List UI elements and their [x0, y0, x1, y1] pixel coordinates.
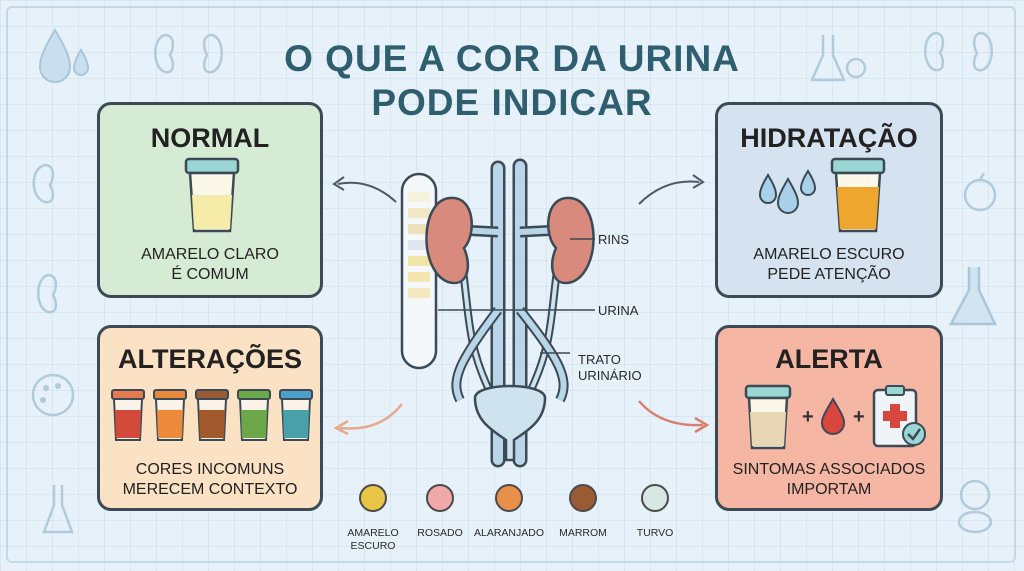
swatch-label-line-1: MARROM	[559, 527, 607, 539]
card-normal-line-2: É COMUM	[171, 266, 249, 283]
label-trato: TRATO	[578, 352, 621, 367]
background-kidney-icon	[924, 31, 993, 72]
card-hidratacao: HIDRATAÇÃO AMARELO ESCURO PEDE ATENÇÃO	[715, 102, 943, 298]
background-flask-icon	[810, 35, 867, 82]
background-flask-icon	[948, 267, 997, 326]
card-alteracoes-line-1: CORES INCOMUNS	[135, 461, 285, 478]
urinary-tract-illustration	[425, 158, 595, 468]
urine-sample-cup-icon	[184, 157, 240, 233]
background-flask-icon	[42, 485, 74, 534]
right-kidney-icon	[547, 196, 595, 285]
water-drops-icon	[758, 169, 817, 214]
background-apple-icon	[963, 172, 997, 212]
card-hidratacao-line-2: PEDE ATENÇÃO	[767, 266, 891, 283]
label-urinario: URINÁRIO	[578, 368, 642, 383]
swatch-label: TURVO	[620, 527, 690, 540]
card-alerta-title: ALERTA	[775, 344, 883, 374]
label-urina: URINA	[598, 303, 639, 318]
swatch-label-line-1: ROSADO	[417, 527, 463, 539]
arrow-to-alerta-icon	[638, 400, 710, 434]
label-rins: RINS	[598, 232, 630, 247]
card-normal: NORMAL AMARELO CLARO É COMUM	[97, 102, 323, 298]
pointer-lines	[438, 238, 595, 354]
card-alerta-line-2: IMPORTAM	[786, 481, 872, 498]
left-kidney-icon	[425, 196, 473, 285]
card-hidratacao-title: HIDRATAÇÃO	[740, 123, 918, 153]
background-palette-icon	[31, 373, 75, 417]
swatch-circle	[495, 484, 523, 512]
colored-sample-cups-icon	[111, 389, 313, 441]
swatch-label-line-2: ESCURO	[350, 540, 396, 552]
card-alteracoes: ALTERAÇÕES CORES INCOMUNS MERECEM CONTEX…	[97, 325, 323, 511]
medical-clipboard-icon	[872, 385, 926, 448]
background-vegetables-icon	[957, 479, 993, 534]
outer-frame	[6, 6, 1016, 563]
title-line-2: PODE INDICAR	[371, 82, 653, 123]
card-normal-line-1: AMARELO CLARO	[141, 246, 279, 263]
background-kidney-icon	[32, 163, 55, 204]
swatch-circle	[569, 484, 597, 512]
title-line-1: O QUE A COR DA URINA	[284, 38, 740, 79]
background-water-drops-icon	[38, 28, 90, 83]
background-kidney-icon	[154, 33, 223, 74]
cloudy-sample-cup-icon	[744, 384, 792, 450]
background-kidney-icon	[37, 273, 58, 314]
card-alteracoes-line-2: MERECEM CONTEXTO	[122, 481, 298, 498]
card-alerta: ALERTA + + SINTOMAS ASSOCIADOS IMPORTAM	[715, 325, 943, 511]
card-hidratacao-line-1: AMARELO ESCURO	[753, 246, 905, 263]
arrow-to-hidratacao-icon	[638, 174, 705, 205]
swatch-label: MARROM	[548, 527, 618, 540]
card-alteracoes-title: ALTERAÇÕES	[117, 344, 302, 374]
arrow-to-normal-icon	[332, 176, 397, 203]
swatch-circle	[426, 484, 454, 512]
swatch-label-line-1: TURVO	[636, 527, 674, 539]
swatch-circle	[359, 484, 387, 512]
swatch-label-line-1: AMARELO	[347, 527, 399, 539]
arrow-to-alteracoes-icon	[333, 403, 403, 436]
blood-drop-icon	[820, 397, 846, 435]
card-normal-title: NORMAL	[150, 123, 270, 153]
plus-icon: +	[853, 406, 865, 428]
plus-icon: +	[802, 406, 814, 428]
swatch-label: ALARANJADO	[474, 527, 544, 540]
card-alerta-line-1: SINTOMAS ASSOCIADOS	[732, 461, 926, 478]
swatch-label: ROSADO	[405, 527, 475, 540]
swatch-label-line-1: ALARANJADO	[474, 527, 545, 539]
bladder-icon	[473, 384, 547, 462]
urine-sample-cup-icon	[830, 157, 886, 233]
swatch-circle	[641, 484, 669, 512]
